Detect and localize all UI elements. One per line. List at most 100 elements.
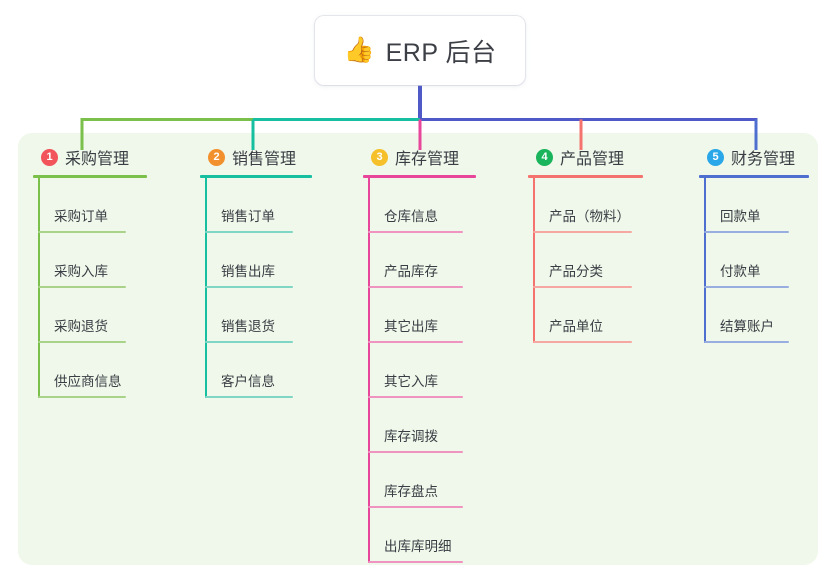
leaf-item[interactable]: 销售退货 [200,288,312,343]
leaf-connector-spine [368,343,370,398]
leaf-connector-spine [368,233,370,288]
leaf-item-label: 销售订单 [221,209,275,224]
leaf-item[interactable]: 采购订单 [33,178,147,233]
leaf-item-label: 产品分类 [549,264,603,279]
leaf-connector-spine [533,178,535,233]
leaf-item[interactable]: 客户信息 [200,343,312,398]
leaf-item[interactable]: 付款单 [699,233,809,288]
branch-title: 财务管理 [731,151,796,168]
leaf-item-label: 其它出库 [384,319,438,334]
leaf-item[interactable]: 产品分类 [528,233,643,288]
leaf-item-label: 出库库明细 [384,539,452,554]
leaf-item-underline [38,231,126,233]
leaf-item-underline [368,286,463,288]
leaf-item-underline [704,341,789,343]
thumbs-up-icon: 👍 [343,36,375,64]
branch-number-badge: 5 [707,148,724,166]
leaf-item-underline [368,341,463,343]
root-node-content: 👍 ERP 后台 [343,33,496,69]
leaf-connector-spine [205,288,207,343]
branch-leaf-list: 销售订单销售出库销售退货客户信息 [200,178,312,398]
leaf-item-underline [368,506,463,508]
leaf-connector-spine [38,343,40,398]
leaf-item-label: 产品单位 [549,319,603,334]
leaf-item[interactable]: 仓库信息 [363,178,476,233]
leaf-item[interactable]: 产品库存 [363,233,476,288]
branch-leaf-list: 仓库信息产品库存其它出库其它入库库存调拨库存盘点出库库明细 [363,178,476,563]
leaf-connector-spine [368,508,370,563]
branch-header-underline [363,175,476,178]
branch-leaf-list: 采购订单采购入库采购退货供应商信息 [33,178,147,398]
leaf-item-label: 产品（物料） [549,209,630,224]
branch-title: 销售管理 [232,151,297,168]
leaf-item-label: 结算账户 [720,319,774,334]
leaf-item-label: 采购退货 [54,319,108,334]
leaf-item-underline [205,341,293,343]
leaf-connector-spine [533,233,535,288]
leaf-item[interactable]: 库存盘点 [363,453,476,508]
branch-header-2[interactable]: 2 销售管理 [200,144,312,170]
leaf-item-underline [704,231,789,233]
leaf-item[interactable]: 产品（物料） [528,178,643,233]
leaf-item-label: 仓库信息 [384,209,438,224]
branch-leaf-list: 回款单付款单结算账户 [699,178,809,343]
branch-header-underline [200,175,312,178]
leaf-item-underline [368,231,463,233]
root-node[interactable]: 👍 ERP 后台 [315,16,525,85]
branch-number-badge: 1 [41,148,58,166]
leaf-item-label: 销售退货 [221,319,275,334]
leaf-connector-spine [704,178,706,233]
branch-header-5[interactable]: 5 财务管理 [699,144,809,170]
leaf-item-underline [533,341,632,343]
leaf-item[interactable]: 其它出库 [363,288,476,343]
leaf-item-underline [38,286,126,288]
leaf-item[interactable]: 回款单 [699,178,809,233]
leaf-item[interactable]: 采购退货 [33,288,147,343]
branch-header-underline [528,175,643,178]
branch-title: 采购管理 [65,151,130,168]
leaf-item[interactable]: 销售出库 [200,233,312,288]
leaf-item-underline [533,231,632,233]
leaf-item-underline [205,231,293,233]
branch-leaf-list: 产品（物料） 产品分类产品单位 [528,178,643,343]
leaf-item-label: 采购入库 [54,264,108,279]
leaf-connector-spine [205,178,207,233]
leaf-item-label: 回款单 [720,209,761,224]
leaf-item[interactable]: 供应商信息 [33,343,147,398]
leaf-connector-spine [704,288,706,343]
leaf-item[interactable]: 出库库明细 [363,508,476,563]
leaf-connector-spine [205,233,207,288]
leaf-connector-spine [38,233,40,288]
branch-column-5: 5 财务管理回款单付款单结算账户 [699,144,809,343]
leaf-item-underline [38,341,126,343]
leaf-item-label: 采购订单 [54,209,108,224]
leaf-item[interactable]: 结算账户 [699,288,809,343]
branch-header-underline [699,175,809,178]
leaf-item[interactable]: 产品单位 [528,288,643,343]
leaf-item-label: 销售出库 [221,264,275,279]
leaf-connector-spine [368,453,370,508]
leaf-connector-spine [38,288,40,343]
leaf-item[interactable]: 采购入库 [33,233,147,288]
leaf-item[interactable]: 库存调拨 [363,398,476,453]
leaf-item[interactable]: 销售订单 [200,178,312,233]
leaf-item-underline [704,286,789,288]
leaf-connector-spine [368,398,370,453]
leaf-item-label: 其它入库 [384,374,438,389]
branch-header-1[interactable]: 1 采购管理 [33,144,147,170]
leaf-item-underline [38,396,126,398]
leaf-item-underline [205,286,293,288]
branch-title: 产品管理 [560,151,625,168]
leaf-connector-spine [368,178,370,233]
leaf-item-label: 客户信息 [221,374,275,389]
branch-number-badge: 2 [208,148,225,166]
leaf-connector-spine [205,343,207,398]
root-node-label: ERP 后台 [385,38,497,67]
leaf-item[interactable]: 其它入库 [363,343,476,398]
diagram-panel-background [18,133,818,565]
branch-number-badge: 3 [371,148,388,166]
